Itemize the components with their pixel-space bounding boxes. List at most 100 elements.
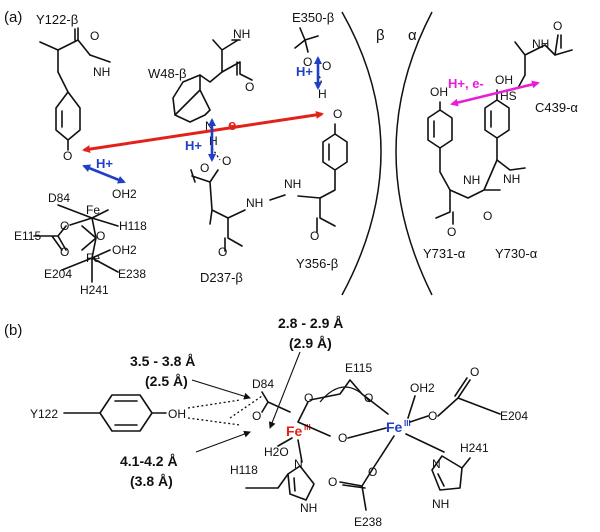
y356-o2: O — [310, 229, 319, 243]
fe1-center: Fe III H2O — [264, 401, 331, 463]
w48-nh: NH — [233, 27, 250, 41]
coupled-label: H+, e- — [448, 76, 484, 91]
h241-label: H241 — [80, 283, 109, 297]
diiron-site-a: D84 Fe OH2 H118 O O E115 Fe O OH2 E204 E… — [14, 187, 147, 297]
e350-label: E350-β — [292, 10, 334, 25]
y730-oh: OH — [495, 73, 513, 87]
y730-o: O — [483, 209, 492, 223]
fe2-b: Fe — [386, 419, 403, 435]
proton-label-1: H+ — [96, 156, 113, 171]
h241-b: H241 N NH — [431, 441, 489, 511]
y122-oh: OH — [168, 407, 186, 421]
h118-label: H118 — [119, 219, 147, 233]
e204-label: E204 — [44, 267, 72, 281]
pointer-2 — [268, 351, 301, 429]
y122-label: Y122-β — [36, 12, 78, 27]
c439-nh: NH — [532, 37, 549, 51]
c439-residue: NH O HS C439-α — [500, 19, 578, 115]
coupled-arrow — [450, 80, 540, 107]
panel-a-label: (a) — [4, 9, 22, 26]
panel-a: (a) Y122-β O NH O W48-β NH O N H O — [4, 9, 578, 297]
fe1-b: Fe — [286, 423, 303, 439]
y122-ox: O — [63, 149, 72, 163]
e238-b-label: E238 — [354, 515, 382, 529]
h241-n: N — [432, 457, 441, 471]
proton-arrow-y122 — [82, 164, 126, 184]
y122-nh: NH — [93, 65, 110, 79]
fe2-center: Fe III OH2 — [371, 381, 445, 471]
distance-3: 4.1-4.2 Å — [120, 453, 178, 469]
distance-1: 3.5 - 3.8 Å — [130, 353, 195, 369]
e204-o: O — [428, 409, 437, 423]
h118-nh: NH — [300, 501, 317, 515]
e350-h: H — [318, 87, 327, 101]
y731-label: Y731-α — [423, 246, 466, 261]
e350-residue: E350-β O O H — [292, 10, 334, 101]
d237-residue: O O NH O D237-β — [190, 147, 263, 285]
d237-o: O — [200, 161, 209, 175]
panel-b: (b) 2.8 - 2.9 Å (2.9 Å) 3.5 - 3.8 Å (2.5… — [4, 315, 528, 529]
e115-label: E115 — [14, 229, 41, 243]
distance-2-paren: (2.9 Å) — [289, 335, 332, 351]
w48-o: O — [245, 80, 254, 94]
electron-arrow — [82, 110, 324, 154]
y356-label: Y356-β — [296, 256, 338, 271]
fe1-oh2: OH2 — [112, 187, 137, 201]
e115-b: E115 O O — [304, 361, 389, 415]
d237-nh: NH — [246, 196, 263, 210]
e238-label: E238 — [118, 267, 146, 281]
bridge-o: O — [338, 431, 347, 445]
e238-o: O — [368, 465, 377, 479]
y122-residue: Y122-β O NH O — [36, 12, 111, 163]
y731-oh: OH — [430, 85, 448, 99]
y730-y731-residues: OH OH NH NH O O Y731-α Y730-α — [423, 73, 538, 261]
y730-label: Y730-α — [495, 246, 538, 261]
pointer-3 — [195, 430, 251, 453]
c439-label: C439-α — [535, 100, 578, 115]
e350-o-minus: O — [322, 59, 331, 73]
e115-b-label: E115 — [345, 361, 372, 375]
proton-label-2: H+ — [185, 138, 202, 153]
fe1-ox: III — [304, 423, 311, 432]
e115-arc — [319, 386, 371, 403]
fe2-ox: III — [404, 419, 411, 428]
fe2-o: O — [60, 245, 69, 259]
fe1-h2o: H2O — [264, 445, 289, 459]
y122-o: O — [90, 29, 99, 43]
d237-o2: O — [218, 245, 227, 259]
alpha-arc — [395, 11, 433, 296]
distance-1-paren: (2.5 Å) — [145, 373, 188, 389]
e204-b: O O E204 — [428, 365, 528, 423]
d84-label: D84 — [48, 191, 70, 205]
beta-arc — [341, 11, 382, 296]
panel-b-label: (b) — [4, 322, 22, 339]
c439-o: O — [553, 19, 562, 33]
d237-o-minus: O — [222, 154, 231, 168]
fe1-label: Fe — [86, 203, 100, 217]
d237-label: D237-β — [200, 270, 243, 285]
h118-b-label: H118 — [230, 463, 258, 477]
h241-b-label: H241 — [460, 441, 489, 455]
h241-nh: NH — [432, 497, 449, 511]
fe-bridge-o: O — [96, 229, 105, 243]
e238-b: O O E238 — [328, 465, 382, 529]
e115-o1: O — [304, 391, 313, 405]
distance-2: 2.8 - 2.9 Å — [278, 315, 343, 331]
y122-b-label: Y122 — [30, 407, 58, 421]
distance-3-paren: (3.8 Å) — [130, 473, 173, 489]
fe2-oh2: OH2 — [112, 243, 137, 257]
d84-b-o: O — [252, 409, 261, 423]
h118-n: N — [294, 457, 303, 471]
beta-label: β — [376, 27, 385, 44]
y730-nh: NH — [503, 172, 520, 186]
fe1-o: O — [60, 219, 69, 233]
d84-b-label: D84 — [252, 377, 274, 391]
y356-residue: O NH O Y356-β — [269, 107, 348, 271]
e204-o2: O — [470, 365, 479, 379]
y731-o: O — [447, 225, 456, 239]
alpha-label: α — [408, 27, 417, 44]
y356-nh: NH — [284, 177, 301, 191]
y731-nh: NH — [463, 173, 480, 187]
y356-o: O — [333, 107, 342, 121]
